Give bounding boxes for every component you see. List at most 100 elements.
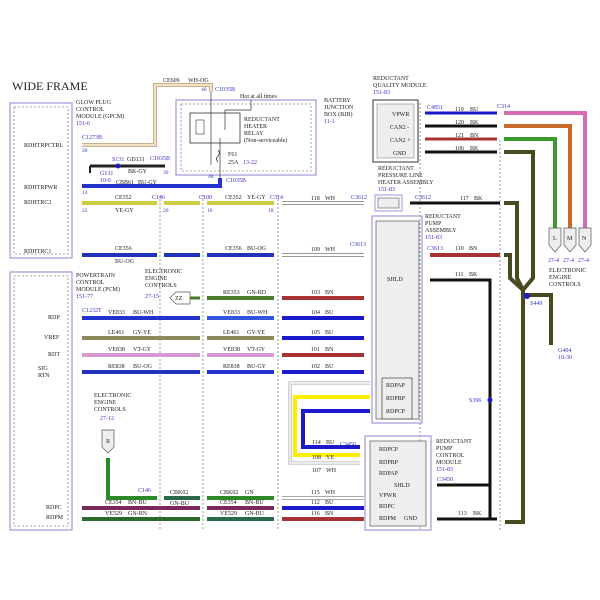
relay-coil-icon	[195, 119, 205, 135]
wire-color-cbk02-2: GN	[245, 490, 254, 496]
eec-ref-m: 27-4	[563, 258, 574, 264]
bjb-name-3: BOX (BJB)	[324, 111, 353, 118]
rpcm-name-1: REDUCTANT	[436, 439, 472, 445]
gpcm-pin-rdhtrc1: RDHTRC1	[24, 249, 51, 255]
wire-color-108: YE	[326, 455, 334, 461]
connector-c314: C314	[270, 195, 283, 201]
gpcm-ref: 151-6	[76, 121, 90, 127]
wire-color-101: BN	[325, 347, 334, 353]
eec-tag-n: N	[582, 236, 587, 242]
rqm-pin-can2minus: CAN2 -	[390, 125, 409, 131]
connector-c1273b: C1273B	[82, 135, 102, 141]
wire-label-101: 101	[311, 347, 320, 353]
eec2-connector	[101, 429, 115, 454]
eec1-name-2: ENGINE	[145, 276, 168, 282]
wire-color-le461: GY-YE	[133, 330, 151, 336]
splice-label-s449: S449	[530, 301, 542, 307]
wire-label-ce356-2: CE356	[225, 246, 242, 252]
wire-gd406-a	[504, 150, 535, 292]
pin-28: 28	[82, 148, 88, 154]
connector-c3450-right: C3450	[437, 477, 453, 483]
splice-s131	[115, 163, 121, 169]
wire-label-ve838-2: VE838	[223, 347, 240, 353]
rqm-box	[372, 99, 419, 163]
rpcm-pin-gnd: GND	[404, 516, 418, 522]
connector-c4851: C4851	[427, 105, 443, 111]
wire-label-103: 103	[311, 290, 320, 296]
pcm-pin-sig: SIG	[38, 366, 48, 372]
wire-label-ce356: CE356	[115, 246, 132, 252]
eec1-name-1: ELECTRONIC	[145, 269, 182, 275]
gpcm-inner-box	[13, 106, 69, 255]
wire-label-cbk02: CBK02	[170, 490, 188, 496]
wire-cbe04	[504, 111, 587, 228]
pin-39: 39	[163, 170, 169, 176]
wire-label-ce354-2: CE354	[220, 500, 237, 506]
relay-hot-label: Hot at all times	[240, 94, 277, 100]
wire-label-118: 118	[311, 196, 320, 202]
rpcm-ref: 151-83	[436, 467, 453, 473]
pin-40: 40	[201, 87, 207, 93]
wire-color-ce354: BN-BU	[128, 500, 147, 506]
wire-color-re838-2: BU-GY	[247, 364, 267, 370]
eec-connector-l	[548, 227, 562, 253]
wire-gd406-main	[505, 290, 525, 524]
relay-name-1: REDUCTANT	[244, 117, 280, 123]
rpcm-pin-shld: SHLD	[394, 483, 410, 489]
pcm-ref: 151-77	[76, 294, 93, 300]
heater-name-1: REDUCTANT	[378, 166, 414, 172]
gpcm-module-box	[9, 102, 73, 259]
wire-label-ce609: CE609	[163, 78, 180, 84]
wire-label-114: 114	[312, 440, 321, 446]
eec3-name-2: ENGINE	[549, 275, 572, 281]
rpcm-pin-rdpap: RDPAP	[379, 471, 398, 477]
wire-cbb61	[82, 178, 222, 188]
pump-pin-rdpap: RDPAP	[386, 383, 405, 389]
wire-111	[430, 278, 492, 520]
pump-name-3: ASSEMBLY	[425, 228, 457, 234]
pcm-pin-vref: VREF	[44, 335, 60, 341]
wire-label-cbb61: CBB61	[116, 180, 134, 186]
heater-element-icon	[377, 197, 400, 209]
eec2-name-1: ELECTRONIC	[94, 393, 131, 399]
wire-color-105: BU	[325, 330, 334, 336]
wire-color-ve833-2: BU-WH	[247, 310, 268, 316]
pin-14: 14	[82, 190, 88, 196]
wire-color-104: BU	[325, 310, 334, 316]
bjb-ref: 11-1	[324, 119, 335, 125]
gpcm-pin-rdhtrc2: RDHTRC2	[24, 200, 51, 206]
fuse-id: F61	[228, 152, 237, 158]
rpcm-pin-vpwr: VPWR	[379, 493, 396, 499]
relay-name-4: (Non-serviceable)	[244, 137, 287, 144]
wire-color-113: BK	[473, 511, 482, 517]
wire-color-102: BU	[325, 364, 334, 370]
wire-label-112: 112	[311, 500, 320, 506]
rpcm-name-2: PUMP	[436, 446, 453, 452]
splice-s449	[524, 293, 530, 299]
wire-label-102: 102	[311, 364, 320, 370]
wire-color-110: BN	[469, 246, 478, 252]
pcm-pin-rdt: RDT	[48, 352, 60, 358]
wire-label-110: 110	[455, 246, 464, 252]
connector-c146-bottom: C146	[138, 488, 151, 494]
pump-shld-label: SHLD	[387, 277, 403, 283]
gpcm-pin-rdhtrpctrl: RDHTRPCTRL	[24, 143, 63, 149]
ground-label-g404: G404	[558, 348, 571, 354]
wire-gd406-b	[504, 201, 525, 291]
connector-c3450-left: C3450	[340, 442, 356, 448]
wire-label-gd131: GD131	[127, 157, 145, 163]
wire-label-106: 106	[455, 146, 464, 152]
pump-name-2: PUMP	[425, 221, 442, 227]
wire-label-le461-2: LE461	[223, 330, 239, 336]
relay-name-3: RELAY	[244, 131, 264, 137]
wire-label-re838-2: RE838	[223, 364, 240, 370]
wire-color-106: BK	[470, 146, 479, 152]
connector-c100: C100	[199, 195, 212, 201]
pump-ref: 151-83	[425, 235, 442, 241]
bjb-inner-box	[180, 103, 312, 172]
wire-color-cbb61: BU-GY	[138, 180, 158, 186]
wire-label-116: 116	[311, 511, 320, 517]
wire-label-109: 109	[311, 247, 320, 253]
eec2-tag: R	[106, 439, 110, 445]
